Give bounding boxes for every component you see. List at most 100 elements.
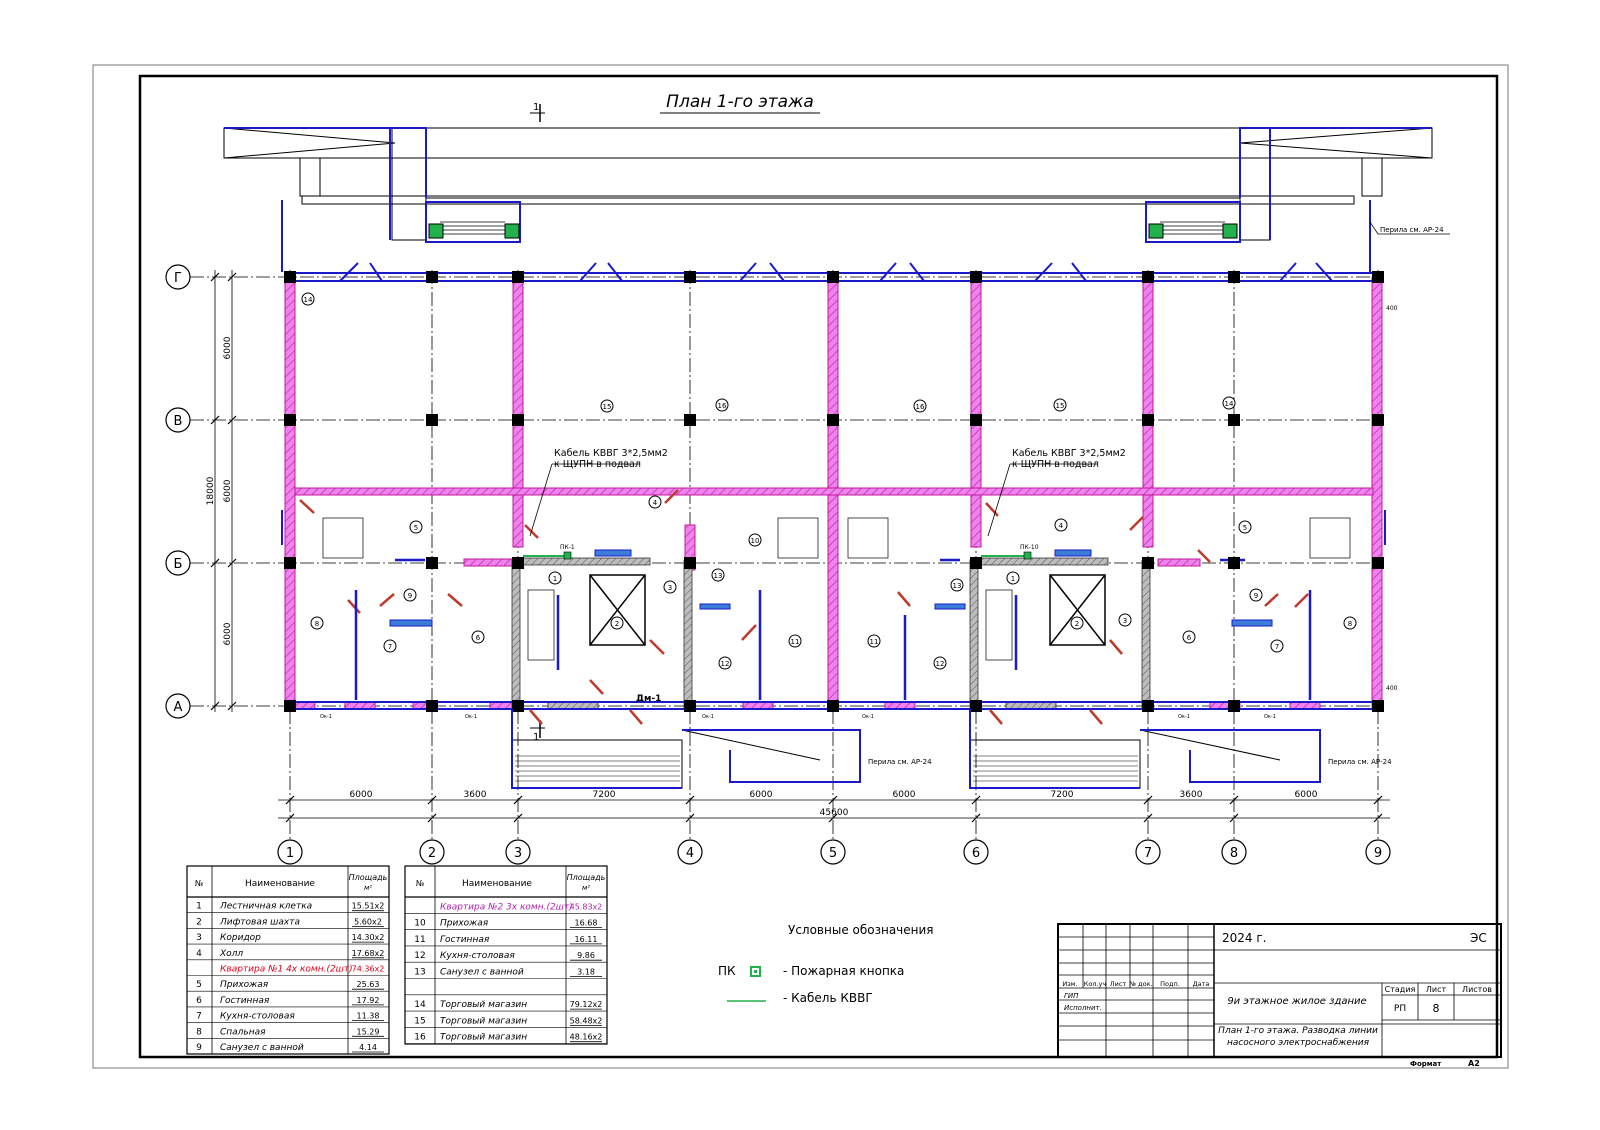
column <box>1228 414 1240 426</box>
dim-tick <box>210 701 220 711</box>
dim-5-6: 6000 <box>893 790 916 800</box>
svg-text:Изм.: Изм. <box>1062 980 1077 988</box>
room-15-left: 15 <box>600 399 614 413</box>
legend-cable-text: - Кабель КВВГ <box>783 991 873 1005</box>
dim-tick <box>285 795 295 805</box>
room-12-left: 12 <box>718 656 732 670</box>
stamp-sheet: 8 <box>1433 1002 1440 1015</box>
dim-tick <box>227 558 237 568</box>
axis-grid <box>190 270 1379 840</box>
section-marker-top: 1 <box>530 102 545 122</box>
bottom-stairs <box>515 755 1138 782</box>
svg-text:к ЩУПН в подвал: к ЩУПН в подвал <box>554 459 641 470</box>
dim-tick <box>971 813 981 823</box>
dim-tick <box>227 701 237 711</box>
table-cell-area: 11.38 <box>357 1012 380 1021</box>
title-block: 2024 г. ЭС Изм. Кол.уч Лист № док. Подп.… <box>1057 923 1502 1068</box>
svg-text:6: 6 <box>476 634 481 642</box>
table-cell-name: Торговый магазин <box>440 1000 527 1010</box>
table-cell-number: 12 <box>414 951 425 961</box>
axis-col-6: 6 <box>963 839 989 865</box>
dim-1-2: 6000 <box>350 790 373 800</box>
room-14-left: 14 <box>301 292 315 306</box>
stamp-building: 9и этажное жилое здание <box>1227 996 1366 1007</box>
dim-b-a: 6000 <box>223 622 233 645</box>
table-cell-number: 14 <box>414 1000 426 1010</box>
dim-tick <box>513 795 523 805</box>
room-15-right: 15 <box>1053 398 1067 412</box>
table-cell-number: 8 <box>196 1027 202 1037</box>
column <box>1142 414 1154 426</box>
stamp-sheet-head: Лист <box>1426 985 1447 994</box>
svg-text:Ок-1: Ок-1 <box>1264 714 1276 720</box>
room-7-right: 7 <box>1270 639 1284 653</box>
room-8-right: 8 <box>1343 616 1357 630</box>
svg-text:Площадь: Площадь <box>567 873 606 882</box>
dimension-lines <box>214 270 1390 819</box>
dim-tick <box>210 558 220 568</box>
svg-text:2: 2 <box>1075 620 1079 628</box>
column <box>970 700 982 712</box>
dim-tick <box>685 795 695 805</box>
axis-row-a: А <box>165 693 191 719</box>
dim-tick <box>1143 795 1153 805</box>
stairs <box>322 517 1351 661</box>
top-canopy <box>223 127 1433 241</box>
svg-text:Ок-1: Ок-1 <box>702 714 714 720</box>
entrance-green-markers <box>428 223 1238 239</box>
room-11-left: 11 <box>788 634 802 648</box>
table-cell-area: 15.51х2 <box>352 902 385 911</box>
dim-tick <box>1373 813 1383 823</box>
table-cell-area: 16.11 <box>575 935 598 944</box>
axis-col-7: 7 <box>1135 839 1161 865</box>
svg-text:12: 12 <box>936 660 945 668</box>
table-cell-number: 5 <box>196 980 202 990</box>
axis-col-9: 9 <box>1365 839 1391 865</box>
cable-note-right: Кабель КВВГ 3*2,5мм2 к ЩУПН в подвал <box>987 448 1126 537</box>
svg-text:Наименование: Наименование <box>462 879 532 889</box>
column <box>1142 700 1154 712</box>
dim-tick <box>210 272 220 282</box>
column <box>684 414 696 426</box>
dim-tick <box>227 415 237 425</box>
svg-text:Кабель КВВГ 3*2,5мм2: Кабель КВВГ 3*2,5мм2 <box>554 448 668 459</box>
svg-text:Ок-1: Ок-1 <box>862 714 874 720</box>
svg-text:А: А <box>174 700 183 715</box>
stamp-sheets-head: Листов <box>1462 985 1492 994</box>
svg-text:м²: м² <box>582 884 590 892</box>
fire-buttons <box>563 551 1032 560</box>
table-cell-number: 3 <box>196 933 202 943</box>
dim-2-3: 3600 <box>464 790 487 800</box>
column <box>284 414 296 426</box>
table-cell-number: 16 <box>414 1033 426 1043</box>
svg-text:Ок-1: Ок-1 <box>1178 714 1190 720</box>
svg-text:№: № <box>195 879 204 888</box>
walls <box>284 276 1383 710</box>
table-cell-name: Санузел с ванной <box>440 968 524 978</box>
column <box>284 557 296 569</box>
small-dim-bottom: 400 <box>1386 685 1398 692</box>
table-cell-number: 11 <box>414 935 425 945</box>
railing-leader-top <box>1369 221 1379 235</box>
svg-text:15: 15 <box>1056 402 1065 410</box>
lift-shafts <box>589 574 1106 646</box>
table-cell-area: 45.83х2 <box>570 902 603 911</box>
table-cell-number: 1 <box>196 902 202 912</box>
axis-row-g: Г <box>165 264 191 290</box>
axis-row-bubbles: Г В Б А <box>165 264 191 719</box>
column <box>684 700 696 712</box>
column <box>970 414 982 426</box>
room-10: 10 <box>748 533 762 547</box>
table-cell-area: 25.63 <box>357 980 380 989</box>
entrance-stairs <box>440 221 1225 235</box>
dim-7-8: 3600 <box>1180 790 1203 800</box>
column <box>512 271 524 283</box>
column <box>827 271 839 283</box>
room-2-left: 2 <box>610 616 624 630</box>
svg-text:2: 2 <box>428 846 436 861</box>
svg-text:м²: м² <box>364 884 372 892</box>
table-cell-number: 2 <box>196 917 202 927</box>
legend-pk-text: - Пожарная кнопка <box>783 964 904 978</box>
svg-text:8: 8 <box>315 620 319 628</box>
table-cell-name: Прихожая <box>440 919 489 929</box>
